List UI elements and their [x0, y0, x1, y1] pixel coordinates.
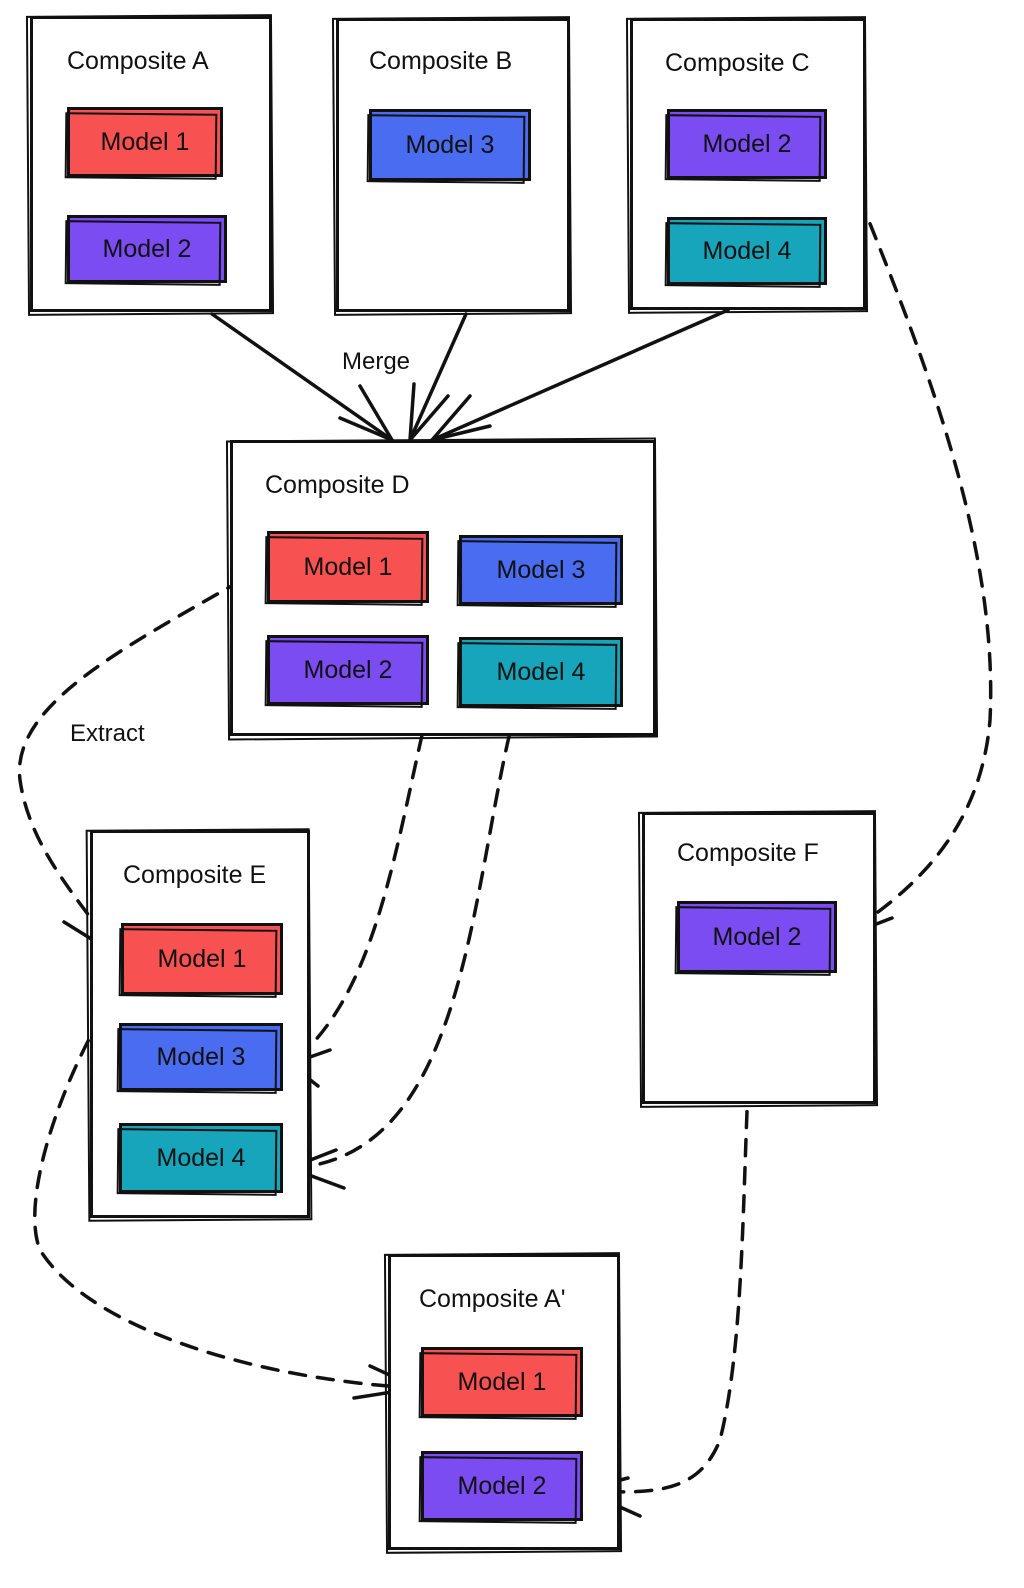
composite-a-prime-model-1: Model 1	[421, 1347, 583, 1417]
composite-e: Composite E Model 1 Model 3 Model 4	[90, 830, 310, 1218]
merge-arrow-a-to-d	[210, 312, 394, 442]
composite-d-model-3: Model 3	[459, 535, 623, 605]
composite-d-model-4: Model 4	[459, 637, 623, 707]
composite-e-model-3: Model 3	[119, 1023, 283, 1091]
merge-arrow-c-to-d	[430, 308, 730, 442]
composite-a: Composite A Model 1 Model 2	[30, 16, 272, 312]
composite-a-prime-model-2: Model 2	[421, 1451, 583, 1521]
composite-b-title: Composite B	[369, 47, 513, 75]
composite-f-title: Composite F	[677, 839, 819, 867]
composite-d-title: Composite D	[265, 471, 410, 499]
composite-d-model-2: Model 2	[267, 635, 429, 705]
composite-d: Composite D Model 1 Model 3 Model 2 Mode…	[230, 440, 656, 736]
composite-c-model-4: Model 4	[667, 217, 827, 285]
composite-a-model-1: Model 1	[67, 107, 223, 177]
composite-e-model-4: Model 4	[119, 1123, 283, 1193]
composite-f: Composite F Model 2	[642, 812, 876, 1104]
composite-e-model-1: Model 1	[121, 923, 283, 995]
composite-f-model-2: Model 2	[677, 901, 837, 973]
composite-a-prime-title: Composite A'	[419, 1285, 566, 1313]
composite-a-title: Composite A	[67, 47, 209, 75]
extract-arrow-d-model4-to-e-model4	[288, 706, 518, 1190]
composite-b: Composite B Model 3	[336, 18, 570, 312]
composite-c-title: Composite C	[665, 49, 810, 77]
composite-d-model-1: Model 1	[267, 531, 429, 603]
composite-a-prime: Composite A' Model 1 Model 2	[388, 1254, 620, 1550]
merge-arrow-b-to-d	[408, 312, 468, 442]
composite-e-title: Composite E	[123, 861, 267, 889]
composite-c: Composite C Model 2 Model 4	[630, 18, 866, 310]
composite-b-model-3: Model 3	[369, 109, 531, 181]
merge-label: Merge	[342, 348, 411, 375]
extract-label: Extract	[70, 720, 145, 747]
composite-a-model-2: Model 2	[67, 215, 227, 283]
composite-c-model-2: Model 2	[667, 109, 827, 179]
